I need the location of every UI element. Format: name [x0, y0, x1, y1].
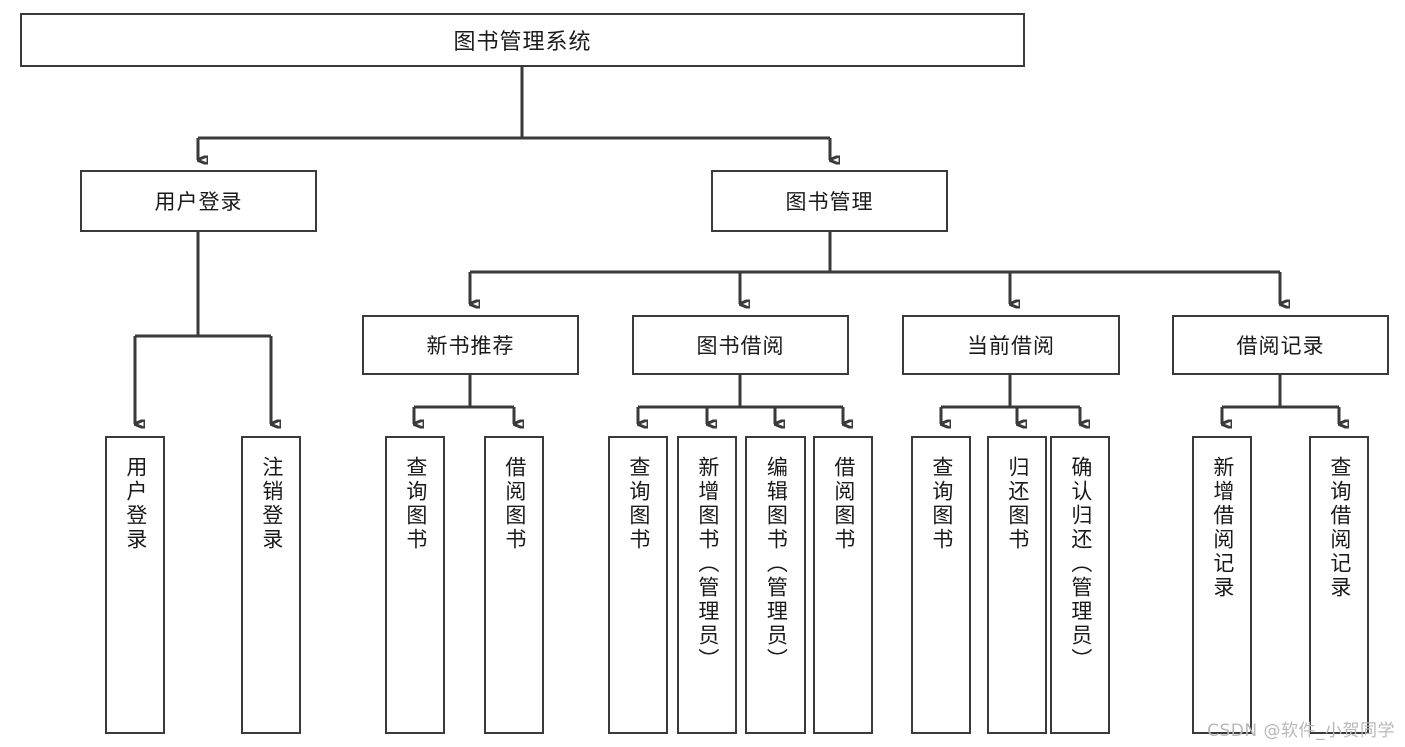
node-leaf-return-book[interactable]: 归还图书 — [987, 436, 1047, 734]
node-module-user-login[interactable]: 用户登录 — [80, 170, 317, 232]
node-leaf-query-book-current[interactable]: 查询图书 — [911, 436, 971, 734]
node-label: 借阅图书 — [831, 456, 856, 552]
node-label: 图书管理 — [785, 190, 874, 214]
node-label: 借阅图书 — [502, 456, 527, 552]
node-submodule-new-book-recommend[interactable]: 新书推荐 — [362, 315, 579, 375]
node-label: 新增借阅记录 — [1210, 456, 1235, 600]
node-label: 用户登录 — [123, 456, 148, 552]
node-label: 查询借阅记录 — [1327, 456, 1352, 600]
node-label: 新增图书（管理员） — [695, 456, 720, 672]
node-module-book-management[interactable]: 图书管理 — [711, 170, 948, 232]
node-leaf-edit-book-admin[interactable]: 编辑图书（管理员） — [745, 436, 806, 734]
node-label: 查询图书 — [403, 456, 428, 552]
node-leaf-add-borrow-record[interactable]: 新增借阅记录 — [1192, 436, 1252, 734]
node-leaf-borrow-book[interactable]: 借阅图书 — [813, 436, 873, 734]
node-label: 查询图书 — [929, 456, 954, 552]
node-leaf-query-book-borrow[interactable]: 查询图书 — [608, 436, 668, 734]
node-leaf-query-borrow-record[interactable]: 查询借阅记录 — [1309, 436, 1369, 734]
node-label: 编辑图书（管理员） — [764, 456, 789, 672]
node-label: 图书管理系统 — [453, 30, 592, 55]
node-leaf-confirm-return-admin[interactable]: 确认归还（管理员） — [1050, 436, 1110, 734]
node-label: 新书推荐 — [426, 334, 515, 358]
node-leaf-add-book-admin[interactable]: 新增图书（管理员） — [677, 436, 737, 734]
node-submodule-book-borrow[interactable]: 图书借阅 — [632, 315, 849, 375]
node-label: 注销登录 — [259, 456, 284, 552]
node-label: 借阅记录 — [1236, 334, 1325, 358]
node-submodule-borrow-record[interactable]: 借阅记录 — [1172, 315, 1389, 375]
node-label: 图书借阅 — [696, 334, 785, 358]
node-leaf-user-login[interactable]: 用户登录 — [105, 436, 165, 734]
node-label: 确认归还（管理员） — [1068, 456, 1093, 672]
node-label: 当前借阅 — [967, 334, 1055, 358]
csdn-watermark: CSDN @软件_小贺同学 — [1207, 721, 1395, 741]
node-root-system[interactable]: 图书管理系统 — [20, 13, 1025, 67]
node-leaf-logout[interactable]: 注销登录 — [241, 436, 301, 734]
node-label: 用户登录 — [154, 190, 243, 214]
node-submodule-current-borrow[interactable]: 当前借阅 — [902, 315, 1120, 375]
node-label: 归还图书 — [1005, 456, 1030, 552]
node-label: 查询图书 — [626, 456, 651, 552]
node-leaf-borrow-book-recommend[interactable]: 借阅图书 — [484, 436, 544, 734]
node-leaf-query-book-recommend[interactable]: 查询图书 — [385, 436, 445, 734]
